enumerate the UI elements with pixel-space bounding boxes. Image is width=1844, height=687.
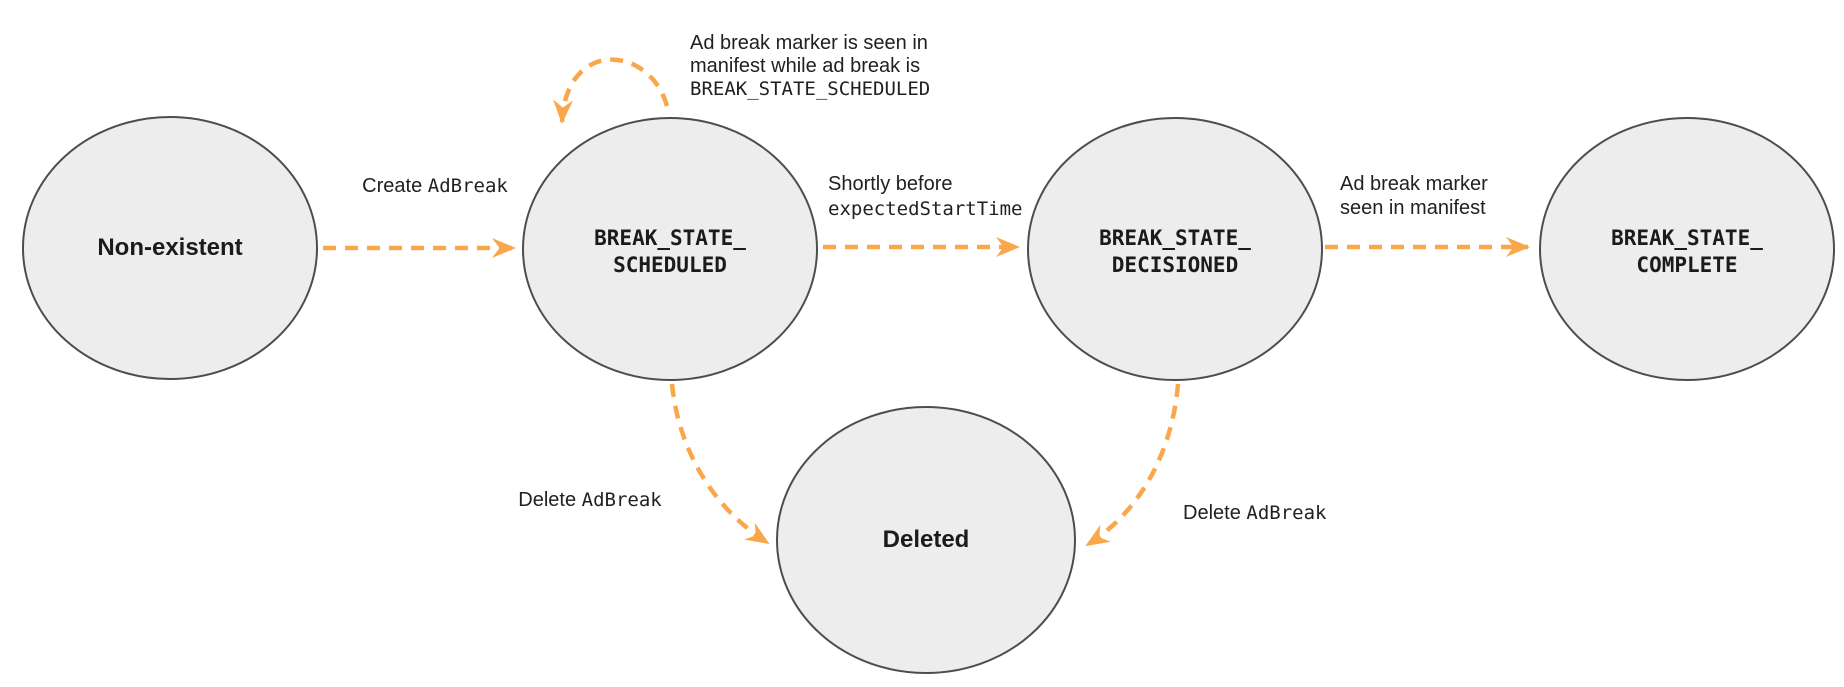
transition-label-line: seen in manifest — [1340, 197, 1486, 219]
transition-label-shortly-before: Shortly before expectedStartTime — [828, 172, 1022, 222]
state-label-deleted: Deleted — [882, 526, 970, 553]
state-node-break-state-scheduled — [522, 117, 818, 381]
transition-label-code: AdBreak — [581, 489, 662, 511]
state-label-break-state-scheduled: BREAK_STATE_ SCHEDULED — [594, 225, 746, 279]
state-label-non-existent: Non-existent — [97, 234, 243, 261]
transition-label-line: Ad break marker is seen in — [690, 32, 928, 54]
transition-label-create-adbreak: Create AdBreak — [362, 174, 508, 198]
state-label-line: SCHEDULED — [613, 253, 727, 277]
transition-label-text: Delete — [1183, 502, 1247, 524]
transition-label-code: AdBreak — [1246, 502, 1327, 524]
state-label-line: BREAK_STATE_ — [1611, 226, 1763, 250]
transition-arrow-scheduled-to-deleted — [669, 383, 770, 545]
state-label-break-state-decisioned: BREAK_STATE_ DECISIONED — [1099, 225, 1251, 279]
state-node-non-existent — [22, 116, 318, 380]
transition-label-line: Shortly before — [828, 173, 953, 195]
transition-arrow-decisioned-to-deleted — [1085, 383, 1181, 547]
transition-label-text: Create — [362, 175, 428, 197]
state-node-break-state-complete — [1539, 117, 1835, 381]
state-label-line: BREAK_STATE_ — [594, 226, 746, 250]
transition-label-line: manifest while ad break is — [690, 55, 921, 77]
transition-label-marker-seen: Ad break marker seen in manifest — [1340, 172, 1488, 220]
transition-arrow-self-loop-scheduled — [553, 57, 670, 124]
transition-label-code: expectedStartTime — [828, 198, 1023, 220]
state-node-deleted — [776, 406, 1076, 674]
state-node-break-state-decisioned — [1027, 117, 1323, 381]
transition-label-self-loop: Ad break marker is seen in manifest whil… — [690, 32, 930, 101]
state-label-line: COMPLETE — [1636, 253, 1738, 277]
transition-label-line: Ad break marker — [1340, 173, 1488, 195]
transition-label-text: Delete — [518, 489, 582, 511]
state-label-line: BREAK_STATE_ — [1099, 226, 1251, 250]
transition-label-code: BREAK_STATE_SCHEDULED — [690, 78, 931, 100]
transition-label-delete-adbreak-left: Delete AdBreak — [518, 488, 661, 512]
state-label-line: DECISIONED — [1111, 253, 1239, 277]
transition-label-code: AdBreak — [427, 175, 508, 197]
transition-label-delete-adbreak-right: Delete AdBreak — [1183, 501, 1326, 525]
state-label-break-state-complete: BREAK_STATE_ COMPLETE — [1611, 225, 1763, 279]
